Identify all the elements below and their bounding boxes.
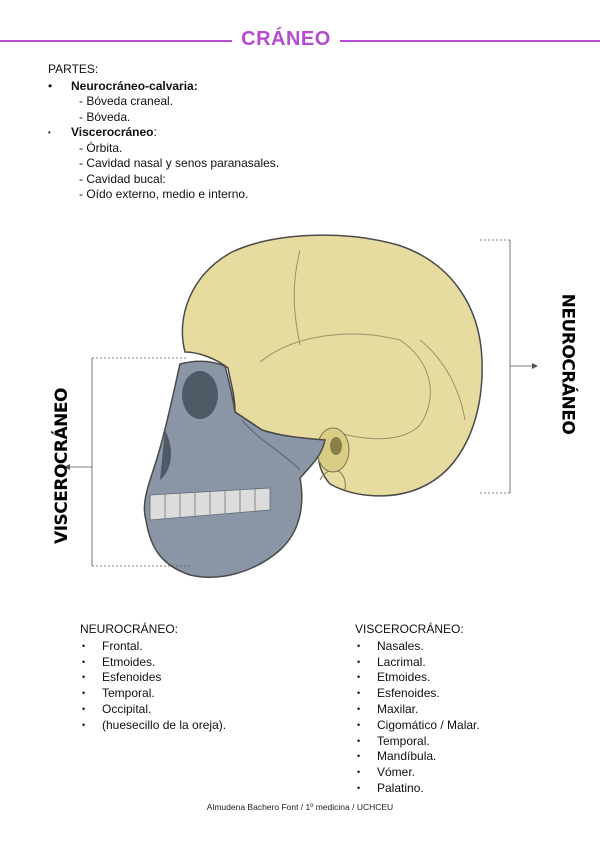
bullet-icon: • <box>82 639 85 655</box>
parts-section: PARTES: • Neurocráneo-calvaria: - Bóveda… <box>48 62 279 203</box>
bullet-icon: • <box>82 670 85 686</box>
list-item: •Etmoides. <box>80 655 226 671</box>
bullet-icon: • <box>357 686 360 702</box>
bullet-icon: • <box>48 125 51 141</box>
list-header: NEUROCRÁNEO: <box>80 622 226 638</box>
neurocraneo-list: NEUROCRÁNEO: •Frontal. •Etmoides. •Esfen… <box>80 622 226 734</box>
viscerocraneo-label: VISCEROCRÁNEO <box>52 388 72 544</box>
bullet-icon: • <box>357 702 360 718</box>
list-header: VISCEROCRÁNEO: <box>355 622 480 638</box>
bullet-icon: • <box>357 670 360 686</box>
bullet-icon: • <box>357 781 360 797</box>
list-item: •Mandíbula. <box>355 749 480 765</box>
title-divider-right <box>340 40 600 42</box>
page-footer: Almudena Bachero Font / 1º medicina / UC… <box>0 802 600 812</box>
list-item: •Lacrimal. <box>355 655 480 671</box>
bullet-icon: • <box>48 79 52 95</box>
parts-subitem: - Cavidad bucal: <box>48 172 279 188</box>
viscerocraneo-list: VISCEROCRÁNEO: •Nasales. •Lacrimal. •Etm… <box>355 622 480 797</box>
parts-group-label: Viscerocráneo <box>71 125 154 139</box>
skull-figure: NEUROCRÁNEO VISCEROCRÁNEO <box>0 220 600 600</box>
title-divider-left <box>0 40 232 42</box>
list-item: •Occipital. <box>80 702 226 718</box>
list-item: •Vómer. <box>355 765 480 781</box>
list-item: •Palatino. <box>355 781 480 797</box>
bullet-icon: • <box>82 702 85 718</box>
bullet-icon: • <box>357 734 360 750</box>
parts-group-suffix: : <box>154 125 157 139</box>
list-item: •Frontal. <box>80 639 226 655</box>
list-item: •Temporal. <box>80 686 226 702</box>
parts-subitem: - Bóveda. <box>48 110 279 126</box>
bullet-icon: • <box>357 765 360 781</box>
bullet-icon: • <box>357 655 360 671</box>
bullet-icon: • <box>82 718 85 734</box>
neurocraneo-label: NEUROCRÁNEO <box>557 294 577 435</box>
parts-group-label: Neurocráneo-calvaria: <box>71 79 198 93</box>
list-item: •Temporal. <box>355 734 480 750</box>
bullet-icon: • <box>357 718 360 734</box>
list-item: •Cigomático / Malar. <box>355 718 480 734</box>
parts-subitem: - Órbita. <box>48 141 279 157</box>
list-item: •Esfenoides <box>80 670 226 686</box>
list-item: •Etmoides. <box>355 670 480 686</box>
bullet-icon: • <box>82 655 85 671</box>
parts-subitem: - Bóveda craneal. <box>48 94 279 110</box>
bullet-icon: • <box>82 686 85 702</box>
list-item: •Nasales. <box>355 639 480 655</box>
parts-header: PARTES: <box>48 62 279 78</box>
bullet-icon: • <box>357 749 360 765</box>
list-item: •Maxilar. <box>355 702 480 718</box>
parts-group-neuro: • Neurocráneo-calvaria: <box>48 79 279 95</box>
page-title: CRÁNEO <box>236 28 336 51</box>
parts-subitem: - Cavidad nasal y senos paranasales. <box>48 156 279 172</box>
parts-group-visc: • Viscerocráneo: <box>48 125 279 141</box>
skull-illustration <box>0 220 600 600</box>
title-row: CRÁNEO <box>0 28 600 52</box>
bullet-icon: • <box>357 639 360 655</box>
list-item: •Esfenoides. <box>355 686 480 702</box>
list-item: •(huesecillo de la oreja). <box>80 718 226 734</box>
parts-subitem: - Oído externo, medio e interno. <box>48 187 279 203</box>
